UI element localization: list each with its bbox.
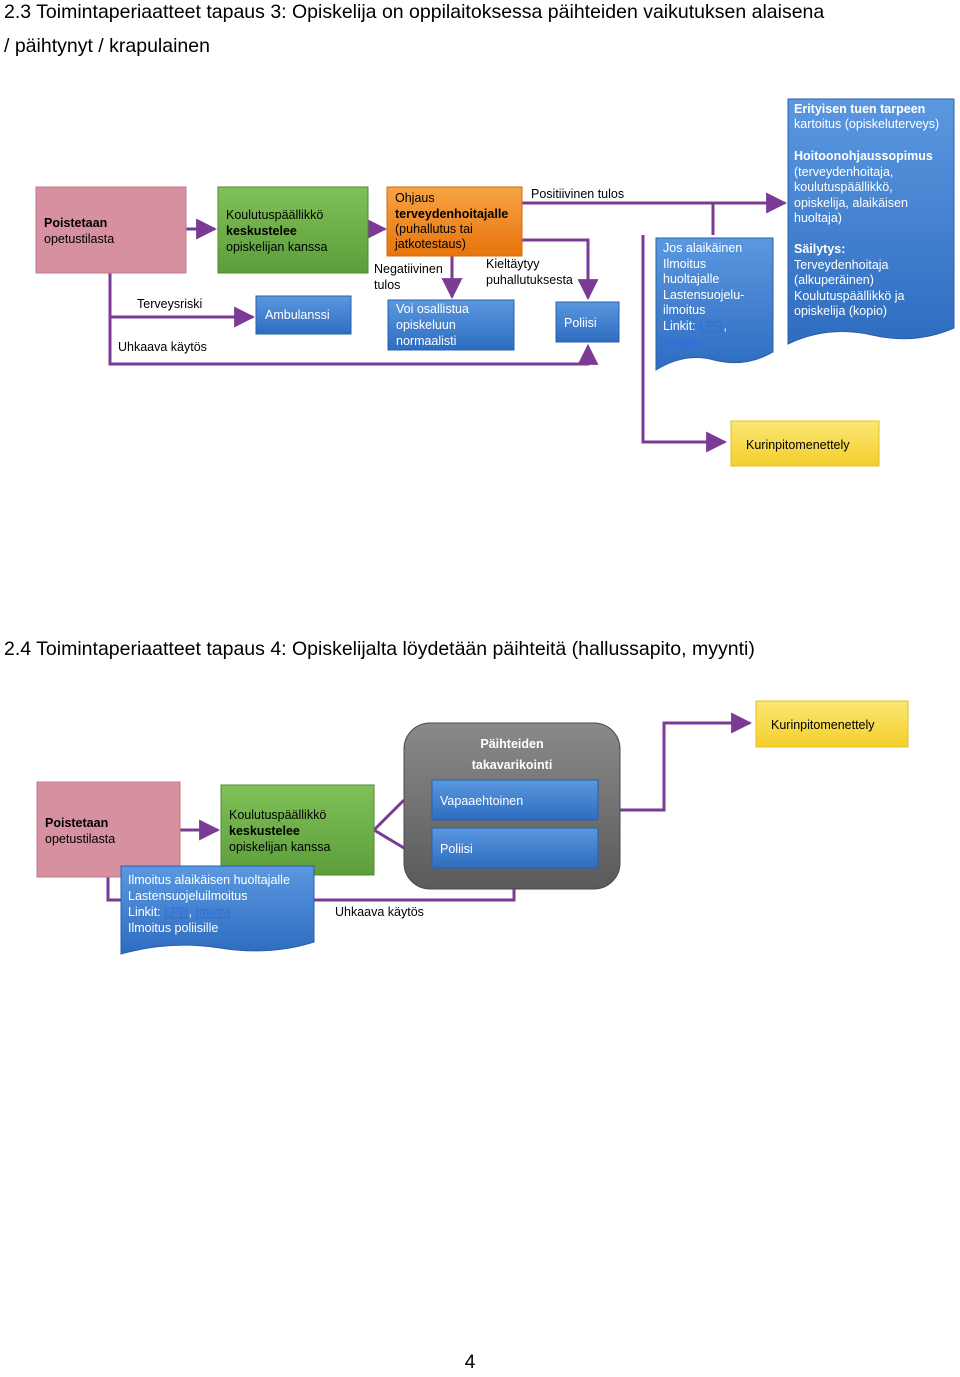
box-text-line: huoltajalle	[663, 272, 719, 286]
box-text-line: Poistetaan	[44, 216, 107, 230]
box-text-line: Jos alaikäinen	[663, 241, 742, 255]
box-text-line: Vapaaehtoinen	[440, 794, 523, 808]
box-text-line: Säilytys:	[794, 242, 845, 256]
links-separator: ,	[188, 905, 195, 919]
links-separator: ,	[723, 319, 726, 333]
box-text-line: Kurinpitomenettely	[771, 718, 875, 732]
box-text-line: keskustelee	[229, 824, 300, 838]
box-text-line: terveydenhoitajalle	[395, 207, 508, 221]
box-ohjaus-terveydenhoitajalle: Ohjaus terveydenhoitajalle (puhallutus t…	[386, 186, 523, 257]
box-kurinpitomenettely: Kurinpitomenettely	[730, 420, 880, 467]
box-text-line: normaalisti	[396, 334, 456, 348]
box-text-line: Voi osallistua	[396, 302, 469, 316]
link-lpr[interactable]: LPR	[164, 905, 188, 919]
box-text-line: Ilmoitus	[663, 257, 706, 271]
box-text-line: Koulutuspäällikkö	[229, 808, 326, 822]
title-line-1: 2.3 Toimintaperiaatteet tapaus 3: Opiske…	[4, 1, 825, 23]
box-text-line: opiskelija, alaikäisen	[794, 196, 908, 210]
box-vapaaehtoinen	[431, 779, 599, 821]
box-text-line: Poliisi	[440, 842, 473, 856]
box-text-line: Poliisi	[564, 316, 597, 330]
box-voi-osallistua: Voi osallistua opiskeluun normaalisti	[387, 299, 515, 351]
link-imatra[interactable]: Imatra	[195, 905, 230, 919]
box-text-line: opetustilasta	[44, 232, 114, 246]
box-text-line: Ohjaus	[395, 191, 435, 205]
box-text-line: (alkuperäinen)	[794, 273, 874, 287]
links-line: Linkit: LPR,	[663, 319, 727, 333]
flowchart-case-4: Poistetaan opetustilasta Koulutuspäällik…	[36, 700, 909, 955]
box-text-line: Koulutuspäällikkö ja	[794, 289, 905, 303]
box-text-line: kartoitus (opiskeluterveys)	[794, 117, 939, 131]
box-text-line: Terveydenhoitaja	[794, 258, 889, 272]
box-text-line: Hoitoonohjaussopimus	[794, 149, 933, 163]
section-2-4-title: 2.4 Toimintaperiaatteet tapaus 4: Opiske…	[4, 638, 755, 660]
box-text-line: huoltaja)	[794, 211, 842, 225]
flowchart-case-3: Poistetaan opetustilasta Koulutuspäällik…	[35, 98, 955, 467]
section-2-3-title: 2.3 Toimintaperiaatteet tapaus 3: Opiske…	[4, 0, 954, 63]
box-koulutuspaallikko: Koulutuspäällikkö keskustelee opiskelija…	[217, 186, 369, 274]
box-poistetaan-opetustilasta: Poistetaan opetustilasta	[35, 186, 187, 274]
label-uhkaava-kaytos: Uhkaava käytös	[335, 905, 424, 919]
label-terveysriski: Terveysriski	[137, 297, 202, 311]
box-text-line: (terveydenhoitaja,	[794, 165, 893, 179]
document-erityisen-tuen-tarpeen: Erityisen tuen tarpeen kartoitus (opiske…	[787, 98, 955, 345]
label-negatiivinen-tulos: Negatiivinen	[374, 262, 443, 276]
group-title: takavarikointi	[472, 758, 553, 772]
label-positiivinen-tulos: Positiivinen tulos	[531, 187, 624, 201]
box-text-line: Koulutuspäällikkö	[226, 208, 323, 222]
box-poistetaan-opetustilasta: Poistetaan opetustilasta	[36, 781, 181, 878]
box-text-line: jatkotestaus)	[394, 237, 466, 251]
link-imatra[interactable]: Imatra	[663, 334, 698, 348]
box-text-line: keskustelee	[226, 224, 297, 238]
label-kieltaytyy: Kieltäytyy	[486, 257, 540, 271]
box-text-line: opiskelijan kanssa	[226, 240, 327, 254]
box-text-line: Ambulanssi	[265, 308, 330, 322]
link-lpr[interactable]: LPR	[699, 319, 723, 333]
connector-lines	[108, 192, 788, 453]
label-kieltaytyy: puhallutuksesta	[486, 273, 573, 287]
document-jos-alaikainen: Jos alaikäinen Ilmoitus huoltajalle Last…	[655, 237, 774, 371]
label-negatiivinen-tulos: tulos	[374, 278, 400, 292]
box-ambulanssi: Ambulanssi	[255, 295, 352, 335]
box-text-line: Kurinpitomenettely	[746, 438, 850, 452]
box-text-line: opetustilasta	[45, 832, 115, 846]
box-text-line: koulutuspäällikkö,	[794, 180, 893, 194]
links-prefix: Linkit:	[663, 319, 699, 333]
box-text-line: Lastensuojeluilmoitus	[128, 889, 248, 903]
box-text-line: (puhallutus tai	[395, 222, 473, 236]
box-text-line: Poistetaan	[45, 816, 108, 830]
group-paihteiden-takavarikointi: Päihteiden takavarikointi Vapaaehtoinen …	[403, 722, 621, 890]
box-text-line: opiskelijan kanssa	[229, 840, 330, 854]
title-line-2: / päihtynyt / krapulainen	[4, 35, 210, 57]
label-uhkaava-kaytos: Uhkaava käytös	[118, 340, 207, 354]
box-text-line: ilmoitus	[663, 303, 705, 317]
box-text-line: Ilmoitus alaikäisen huoltajalle	[128, 873, 290, 887]
document-ilmoitus-alaikaisen-huoltajalle: Ilmoitus alaikäisen huoltajalle Lastensu…	[120, 865, 315, 955]
group-title: Päihteiden	[480, 737, 543, 751]
box-poliisi	[431, 827, 599, 869]
box-text-line: Lastensuojelu-	[663, 288, 744, 302]
links-line: Linkit: LPR, Imatra	[128, 905, 231, 919]
box-text-line: Erityisen tuen tarpeen	[794, 102, 925, 116]
box-text-line: opiskelija (kopio)	[794, 304, 887, 318]
box-poliisi: Poliisi	[555, 301, 620, 343]
box-koulutuspaallikko: Koulutuspäällikkö keskustelee opiskelija…	[220, 784, 375, 876]
box-text-line: Ilmoitus poliisille	[128, 921, 218, 935]
box-text-line: opiskeluun	[396, 318, 456, 332]
links-prefix: Linkit:	[128, 905, 164, 919]
page-number: 4	[464, 1352, 476, 1373]
box-kurinpitomenettely: Kurinpitomenettely	[755, 700, 909, 748]
